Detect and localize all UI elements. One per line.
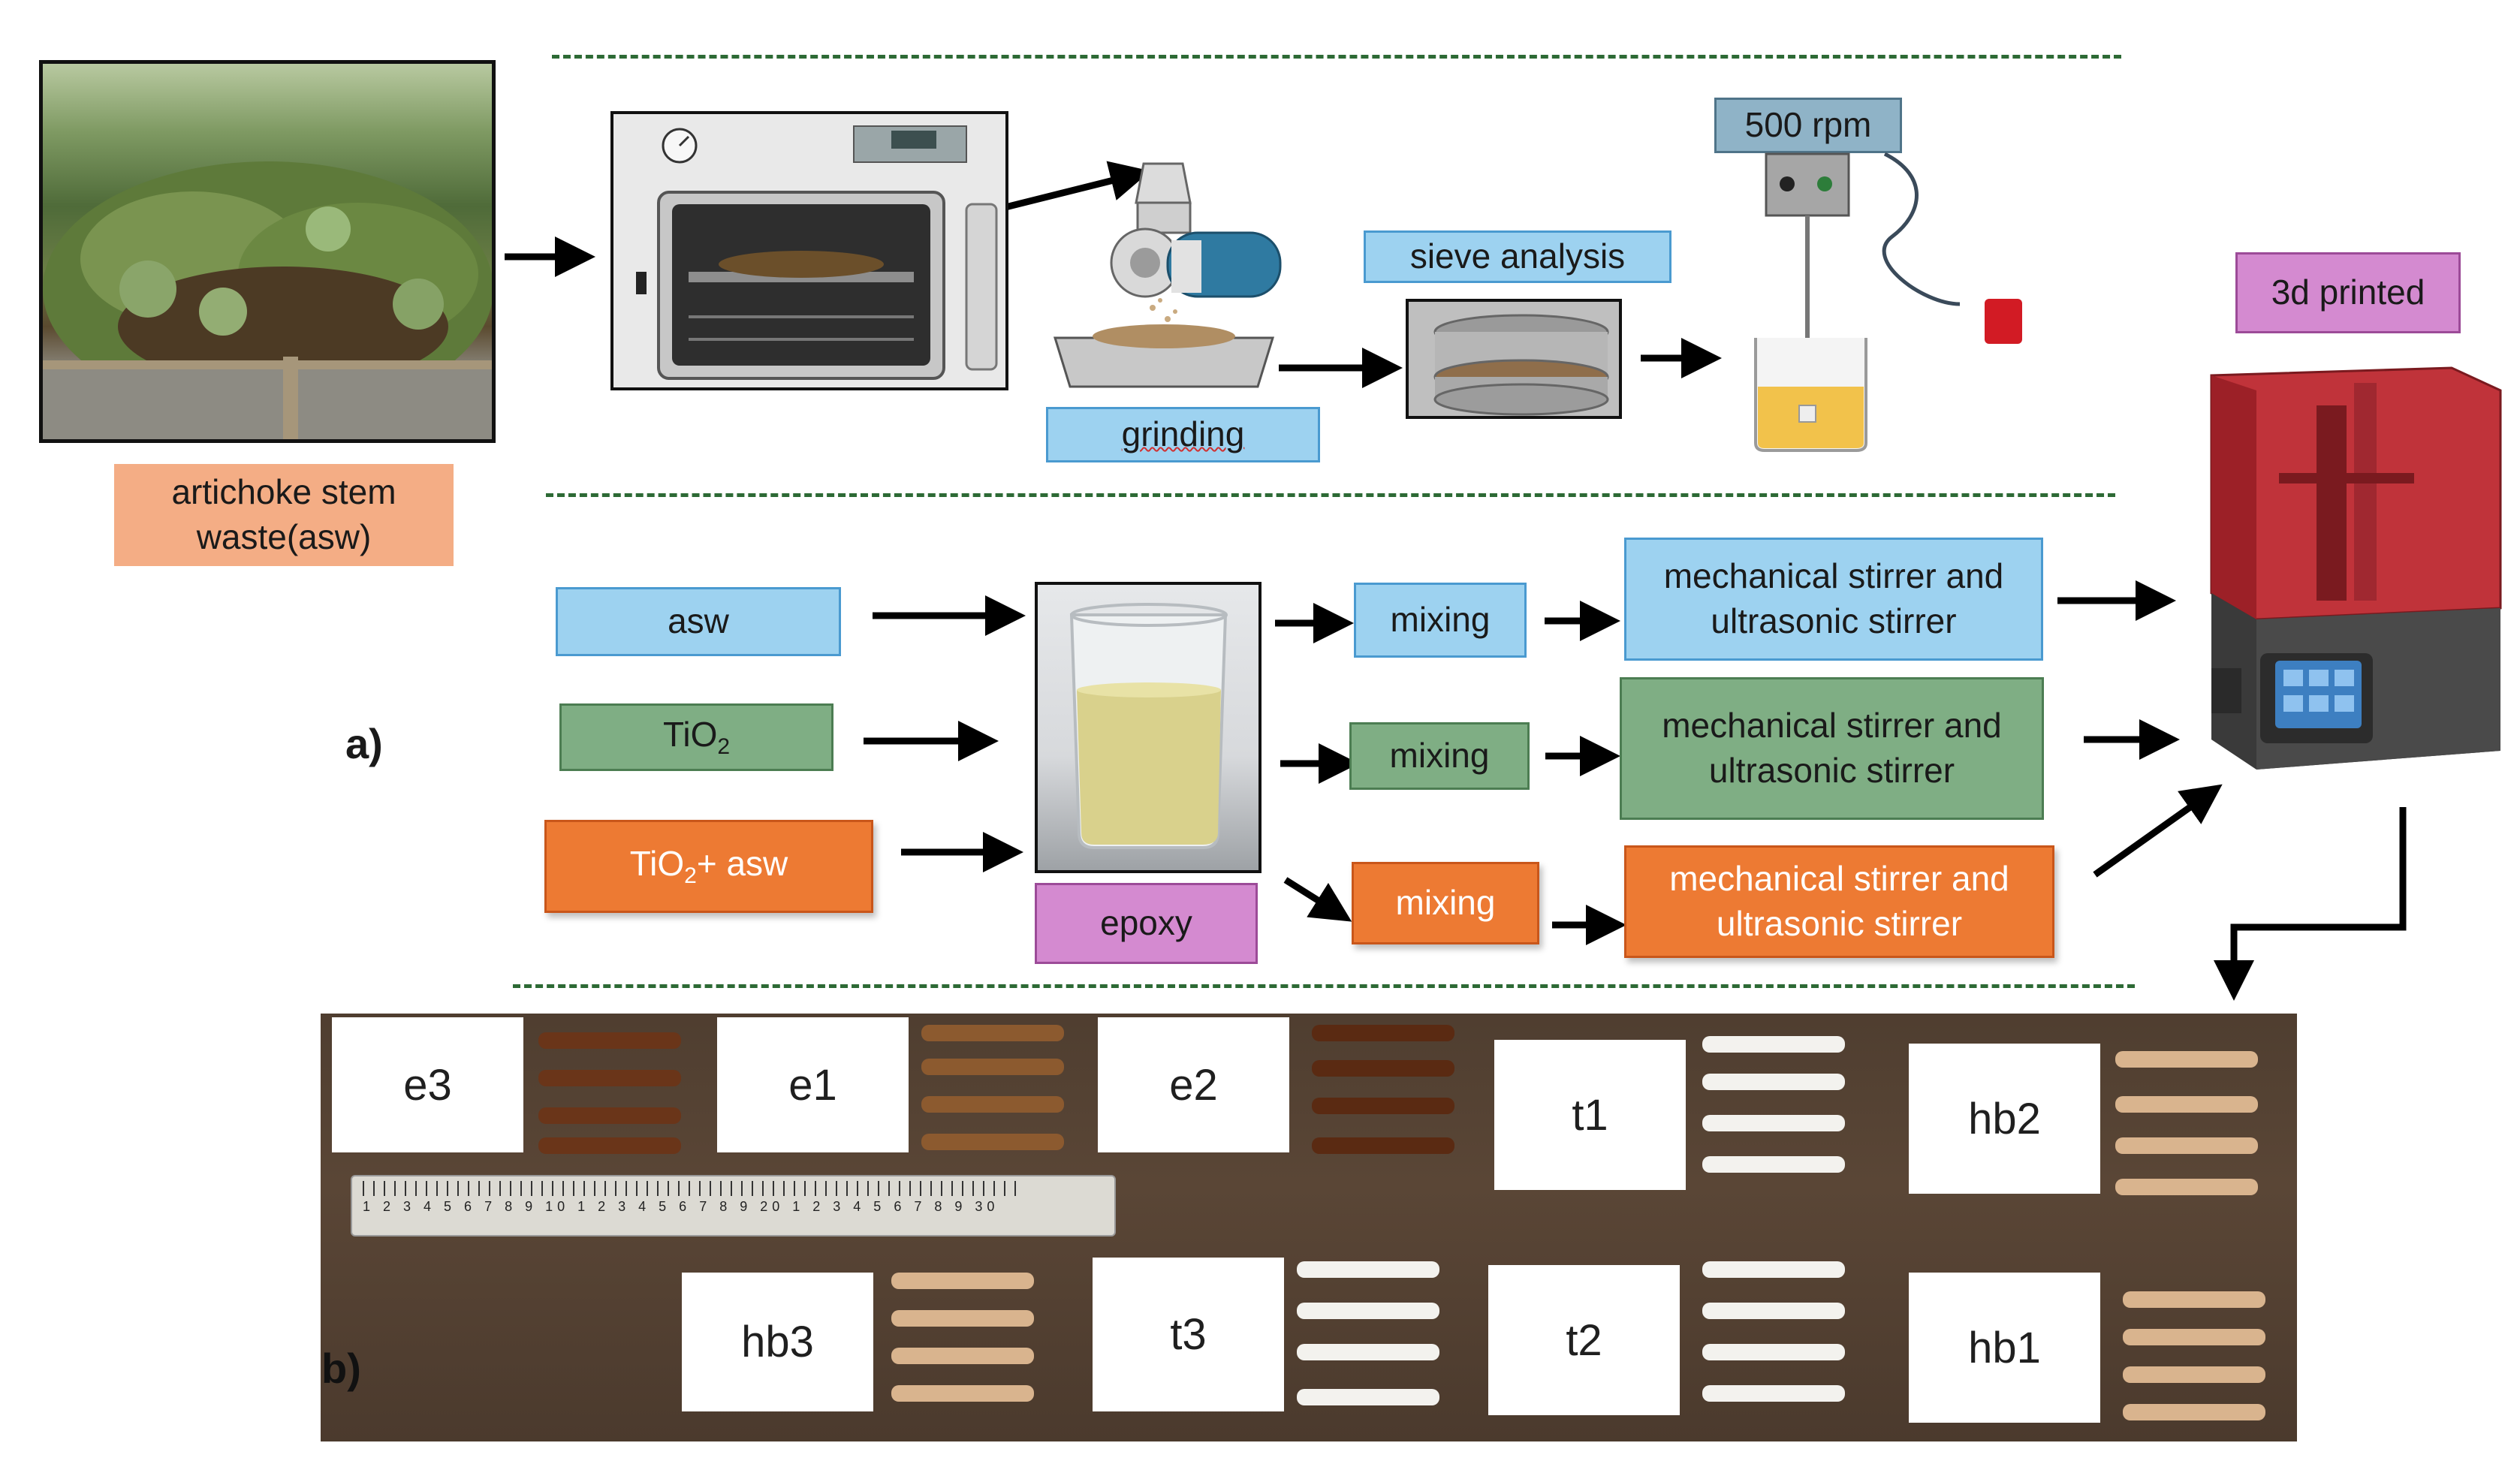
sample-tag-t1: t1: [1494, 1040, 1686, 1190]
sieve-analysis-label: sieve analysis: [1364, 230, 1671, 283]
mixing-text-3: mixing: [1395, 883, 1496, 923]
rpm-label: 500 rpm: [1714, 98, 1902, 153]
grinding-label-text: grinding: [1121, 414, 1245, 454]
mixing-box-3: mixing: [1352, 862, 1539, 944]
ruler-numbers: 1 2 3 4 5 6 7 8 9 10 1 2 3 4 5 6 7 8 9 2…: [363, 1199, 999, 1214]
artichoke-waste-photo: [39, 60, 496, 443]
sieve-analysis-text: sieve analysis: [1409, 236, 1626, 276]
asw-input-box: asw: [556, 587, 841, 656]
grinder-icon: [1047, 158, 1303, 398]
specimen: [2115, 1179, 2258, 1195]
specimen: [1702, 1115, 1845, 1131]
specimen: [921, 1025, 1064, 1041]
grinding-label: grinding: [1046, 407, 1320, 462]
stirrer-text-3: mechanical stirrer and ultrasonic stirre…: [1669, 859, 2009, 943]
mixing-box-1: mixing: [1354, 583, 1527, 658]
artichoke-label-text: artichoke stem waste(asw): [171, 472, 396, 556]
sample-tag-hb1: hb1: [1909, 1273, 2100, 1423]
specimen: [538, 1107, 681, 1124]
specimen: [1297, 1389, 1439, 1405]
ruler: 1 2 3 4 5 6 7 8 9 10 1 2 3 4 5 6 7 8 9 2…: [351, 1175, 1116, 1237]
mixing-text-1: mixing: [1390, 600, 1491, 640]
stirrer-box-1: mechanical stirrer and ultrasonic stirre…: [1624, 538, 2043, 661]
mixing-text-2: mixing: [1389, 736, 1490, 776]
stirrer-box-2: mechanical stirrer and ultrasonic stirre…: [1620, 677, 2044, 820]
specimen: [1312, 1025, 1454, 1041]
stirrer-text-1: mechanical stirrer and ultrasonic stirre…: [1663, 556, 2004, 640]
specimen: [2123, 1366, 2265, 1383]
epoxy-label-text: epoxy: [1100, 903, 1192, 943]
specimen: [921, 1134, 1064, 1150]
arrow-stirrer3-to-printer: [2093, 784, 2223, 878]
beaker-icon: [1035, 582, 1262, 873]
sample-tag-e3: e3: [332, 1017, 523, 1152]
sample-tag-t3: t3: [1093, 1258, 1284, 1411]
panel-b-label: b): [321, 1345, 361, 1392]
specimen: [921, 1059, 1064, 1075]
arrow-beaker-to-mixing-3: [1283, 877, 1352, 922]
specimen: [1297, 1261, 1439, 1278]
sieve-icon: [1406, 299, 1622, 419]
3d-printed-text: 3d printed: [2271, 273, 2425, 312]
specimen: [1312, 1137, 1454, 1154]
artichoke-pile-drawing: [43, 161, 492, 439]
ruler-ticks: [363, 1181, 1016, 1196]
3d-printed-label: 3d printed: [2235, 252, 2461, 333]
epoxy-label: epoxy: [1035, 883, 1258, 964]
stirrer-box-3: mechanical stirrer and ultrasonic stirre…: [1624, 845, 2054, 958]
specimen: [1312, 1098, 1454, 1114]
specimen: [2115, 1137, 2258, 1154]
hybrid-input-box: TiO2+ asw: [544, 820, 873, 913]
sample-tag-hb3: hb3: [682, 1273, 873, 1411]
specimen: [1702, 1385, 1845, 1402]
mixing-box-2: mixing: [1349, 722, 1530, 790]
specimen: [2115, 1096, 2258, 1113]
specimen: [2115, 1051, 2258, 1068]
specimen: [921, 1096, 1064, 1113]
specimen: [1702, 1344, 1845, 1360]
specimen: [1702, 1303, 1845, 1319]
stirrer-icon: [1735, 152, 2057, 454]
tio2-input-box: TiO2: [559, 703, 833, 771]
specimen: [1297, 1344, 1439, 1360]
artichoke-label: artichoke stem waste(asw): [114, 464, 454, 566]
specimen: [538, 1137, 681, 1154]
arrow-printer-to-samples: [2214, 807, 2407, 1001]
sample-tag-e1: e1: [717, 1017, 909, 1152]
sample-tag-t2: t2: [1488, 1265, 1680, 1415]
tio2-input-text: TiO2: [662, 715, 731, 760]
bottom-dashed-separator: [513, 984, 2135, 988]
specimen: [538, 1032, 681, 1049]
hybrid-input-text: TiO2+ asw: [629, 844, 788, 889]
specimen: [891, 1385, 1034, 1402]
specimen: [891, 1348, 1034, 1364]
sample-tag-hb2: hb2: [1909, 1044, 2100, 1194]
drying-oven-icon: [610, 111, 1008, 390]
specimen: [891, 1273, 1034, 1289]
specimen: [1297, 1303, 1439, 1319]
rpm-label-text: 500 rpm: [1744, 105, 1872, 145]
specimen: [2123, 1404, 2265, 1420]
stirrer-text-2: mechanical stirrer and ultrasonic stirre…: [1662, 706, 2002, 790]
specimen: [2123, 1329, 2265, 1345]
top-dashed-separator: [552, 55, 2121, 59]
asw-input-text: asw: [668, 601, 729, 641]
specimen: [538, 1070, 681, 1086]
specimen: [1702, 1074, 1845, 1090]
specimen: [1702, 1156, 1845, 1173]
panel-a-label: a): [345, 720, 383, 767]
specimen: [1312, 1060, 1454, 1077]
specimen: [1702, 1261, 1845, 1278]
specimen: [891, 1310, 1034, 1327]
sample-photo: e3 e1 e2 t1 hb2 hb3 t3 t2 hb1 1 2 3 4 5 …: [321, 1014, 2297, 1441]
sample-tag-e2: e2: [1098, 1017, 1289, 1152]
printer-icon: [2204, 360, 2504, 781]
specimen: [2123, 1291, 2265, 1308]
specimen: [1702, 1036, 1845, 1053]
middle-dashed-separator: [546, 493, 2115, 497]
